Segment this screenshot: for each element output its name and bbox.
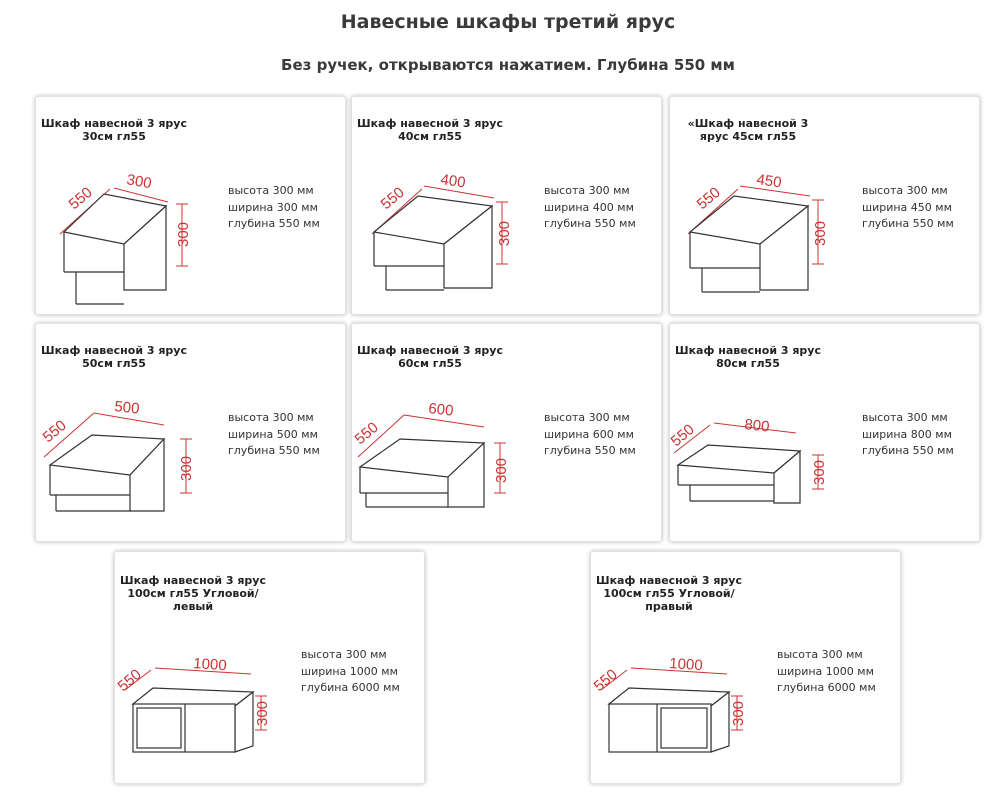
- depth-label: 550: [40, 417, 70, 446]
- cabinet-card-30[interactable]: Шкаф навесной 3 ярус 30см гл55 550 300 3…: [35, 96, 346, 315]
- cabinet-drawing: 550 300 300: [59, 171, 192, 305]
- depth-label: 550: [115, 666, 145, 695]
- height-label: 300: [812, 221, 829, 246]
- spec-width: ширина 400 мм: [544, 200, 634, 214]
- width-label: 1000: [193, 655, 227, 674]
- spec-depth: глубина 550 мм: [228, 444, 320, 457]
- depth-label: 550: [352, 419, 382, 448]
- cabinet-title: Шкаф навесной 3 ярус 50см гл55: [41, 344, 187, 370]
- spec-height: высота 300 мм: [544, 411, 630, 424]
- cabinet-card-100-left[interactable]: Шкаф навесной 3 ярус 100см гл55 Угловой/…: [114, 551, 425, 784]
- height-label: 300: [730, 701, 747, 726]
- cabinet-title: Шкаф навесной 3 ярус 60см гл55: [357, 344, 503, 370]
- spec-depth: глубина 550 мм: [862, 444, 954, 457]
- spec-depth: глубина 6000 мм: [777, 681, 876, 694]
- cabinet-drawing: 550 1000 300: [591, 655, 747, 753]
- height-label: 300: [811, 460, 828, 485]
- cabinet-drawing: 550 500 300: [40, 398, 195, 512]
- spec-width: ширина 500 мм: [228, 427, 318, 441]
- cabinet-drawing: 550 800 300: [668, 416, 828, 504]
- width-label: 400: [439, 171, 466, 191]
- depth-label: 550: [591, 666, 621, 695]
- specs-list: высота 300 мм ширина 400 мм глубина 550 …: [544, 183, 636, 233]
- spec-depth: глубина 550 мм: [544, 444, 636, 457]
- cabinet-drawing: 550 450 300: [687, 171, 829, 293]
- spec-width: ширина 1000 мм: [777, 664, 874, 678]
- spec-height: высота 300 мм: [228, 184, 314, 197]
- width-label: 600: [428, 400, 455, 420]
- spec-height: высота 300 мм: [777, 648, 863, 661]
- cabinet-card-40[interactable]: Шкаф навесной 3 ярус 40см гл55 550 400 3…: [351, 96, 662, 315]
- specs-list: высота 300 мм ширина 500 мм глубина 550 …: [228, 410, 320, 460]
- cabinet-title: Шкаф навесной 3 ярус 100см гл55 Угловой/…: [120, 574, 266, 613]
- cabinet-card-45[interactable]: «Шкаф навесной 3 ярус 45см гл55 550 450 …: [669, 96, 980, 315]
- cabinet-card-100-right[interactable]: Шкаф навесной 3 ярус 100см гл55 Угловой/…: [590, 551, 901, 784]
- cabinet-card-60[interactable]: Шкаф навесной 3 ярус 60см гл55 550 600 3…: [351, 323, 662, 542]
- specs-list: высота 300 мм ширина 300 мм глубина 550 …: [228, 183, 320, 233]
- width-label: 500: [114, 398, 141, 418]
- width-label: 1000: [669, 655, 703, 674]
- spec-width: ширина 600 мм: [544, 427, 634, 441]
- specs-list: высота 300 мм ширина 450 мм глубина 550 …: [862, 183, 954, 233]
- height-label: 300: [493, 458, 510, 483]
- width-label: 300: [125, 171, 153, 192]
- depth-label: 550: [668, 421, 698, 450]
- height-label: 300: [178, 456, 195, 481]
- specs-list: высота 300 мм ширина 600 мм глубина 550 …: [544, 410, 636, 460]
- spec-height: высота 300 мм: [544, 184, 630, 197]
- height-label: 300: [496, 221, 513, 246]
- spec-width: ширина 1000 мм: [301, 664, 398, 678]
- cabinet-drawing: 550 600 300: [352, 400, 510, 508]
- spec-height: высота 300 мм: [228, 411, 314, 424]
- specs-list: высота 300 мм ширина 800 мм глубина 550 …: [862, 410, 954, 460]
- specs-list: высота 300 мм ширина 1000 мм глубина 600…: [301, 647, 400, 697]
- cabinet-drawing: 550 1000 300: [115, 655, 271, 753]
- width-label: 800: [744, 416, 771, 436]
- cabinet-title: «Шкаф навесной 3 ярус 45см гл55: [687, 117, 809, 143]
- spec-width: ширина 800 мм: [862, 427, 952, 441]
- spec-depth: глубина 6000 мм: [301, 681, 400, 694]
- cabinet-card-80[interactable]: Шкаф навесной 3 ярус 80см гл55 550 800 3…: [668, 323, 980, 542]
- spec-depth: глубина 550 мм: [544, 217, 636, 230]
- spec-depth: глубина 550 мм: [228, 217, 320, 230]
- page-title: Навесные шкафы третий ярус: [340, 11, 676, 33]
- spec-height: высота 300 мм: [862, 411, 948, 424]
- spec-height: высота 300 мм: [862, 184, 948, 197]
- spec-width: ширина 450 мм: [862, 200, 952, 214]
- cabinet-title: Шкаф навесной 3 ярус 40см гл55: [357, 117, 503, 143]
- cabinet-title: Шкаф навесной 3 ярус 80см гл55: [675, 344, 821, 370]
- cabinet-card-50[interactable]: Шкаф навесной 3 ярус 50см гл55 550 500 3…: [35, 323, 346, 542]
- height-label: 300: [254, 701, 271, 726]
- specs-list: высота 300 мм ширина 1000 мм глубина 600…: [777, 647, 876, 697]
- page-subtitle: Без ручек, открываются нажатием. Глубина…: [281, 56, 735, 74]
- spec-depth: глубина 550 мм: [862, 217, 954, 230]
- spec-width: ширина 300 мм: [228, 200, 318, 214]
- width-label: 450: [755, 171, 782, 191]
- spec-height: высота 300 мм: [301, 648, 387, 661]
- height-label: 300: [175, 222, 192, 247]
- cabinet-title: Шкаф навесной 3 ярус 30см гл55: [41, 117, 187, 143]
- cabinet-drawing: 550 400 300: [371, 171, 513, 291]
- cabinet-title: Шкаф навесной 3 ярус 100см гл55 Угловой/…: [596, 574, 742, 613]
